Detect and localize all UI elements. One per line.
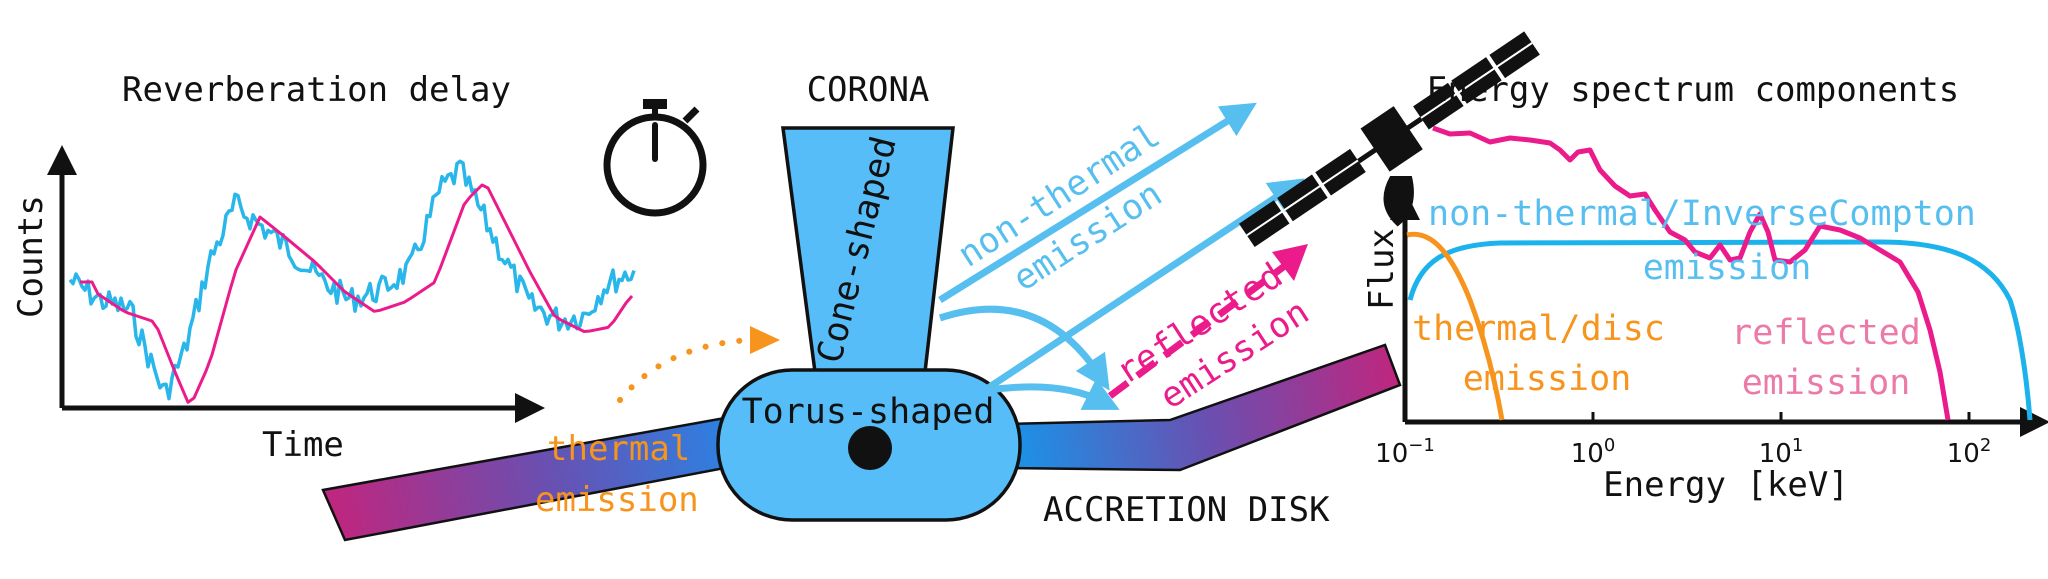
thermal-label-1: thermal <box>547 429 690 469</box>
reflected-dashed-arrow <box>1107 259 1293 399</box>
spectrum-thermal-label-2: emission <box>1463 359 1632 399</box>
nonthermal-arrow-upper <box>938 102 1257 303</box>
lightcurve-delayed-line <box>80 183 634 404</box>
thermal-emission: thermal emission <box>535 326 780 520</box>
stopwatch-icon <box>603 99 707 217</box>
lightcurve-panel: Reverberation delay Counts Time <box>11 70 636 465</box>
spectrum-title: Energy spectrum components <box>1427 70 1959 110</box>
thermal-arrowhead <box>750 326 780 354</box>
spectrum-ylabel: Flux <box>1362 228 1402 310</box>
reflection-curve-1 <box>938 305 1110 391</box>
spectrum-nonthermal-label-2: emission <box>1643 248 1812 288</box>
spectrum-thermal-label-1: thermal/disc <box>1412 309 1665 349</box>
nonthermal-spectrum-curve <box>1407 239 2033 421</box>
thermal-spectrum-curve <box>1406 231 1505 421</box>
accretion-disk-label: ACCRETION DISK <box>1043 490 1330 530</box>
reflected-arrowhead <box>1272 244 1308 281</box>
reflected-spectrum-curve <box>1432 125 1951 421</box>
nonthermal-arrow-lower <box>986 178 1305 391</box>
corona: Cone-shaped Torus-shaped CORONA <box>716 70 1022 522</box>
spectrum-tick-label: 102 <box>1947 435 1992 469</box>
thermal-dotted-arrow <box>617 337 753 403</box>
satellite-icon <box>1239 31 1540 247</box>
spectrum-tick-label: 100 <box>1571 435 1616 469</box>
black-hole-icon <box>848 426 892 470</box>
spectrum-ticks: 10−1 100 101 102 <box>1375 412 1991 469</box>
corona-label: CORONA <box>807 70 930 110</box>
spectrum-tick-label: 10−1 <box>1375 435 1435 469</box>
torus-label: Torus-shaped <box>742 392 995 432</box>
spectrum-reflected-label-2: emission <box>1742 363 1911 403</box>
spectrum-reflected-label-1: reflected <box>1731 313 1921 353</box>
reflection-curve-2 <box>989 378 1120 410</box>
spectrum-nonthermal-label-1: non-thermal/InverseCompton <box>1428 194 1976 234</box>
lightcurve-xlabel: Time <box>262 425 344 465</box>
lightcurve-ylabel: Counts <box>11 195 51 318</box>
spectrum-xlabel: Energy [keV] <box>1603 465 1849 505</box>
lightcurve-observed-line <box>68 159 636 401</box>
thermal-label-2: emission <box>535 480 699 520</box>
spectrum-tick-label: 101 <box>1759 435 1804 469</box>
lightcurve-title: Reverberation delay <box>122 70 511 110</box>
spectrum-panel: Energy spectrum components Flux Energy [… <box>1362 70 2048 505</box>
